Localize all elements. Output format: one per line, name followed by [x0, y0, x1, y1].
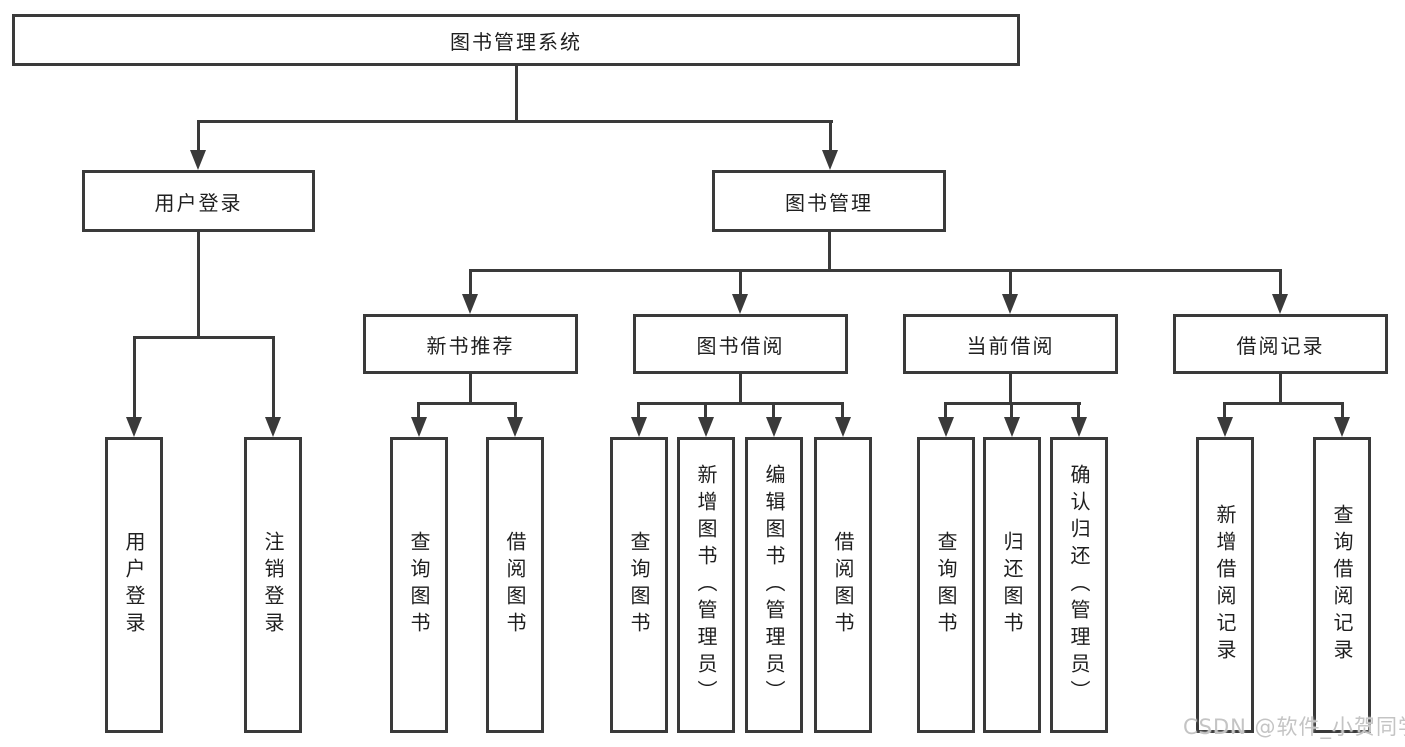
node-label: 查询图书 [407, 531, 431, 639]
arrowhead-down-icon [1217, 417, 1233, 437]
node-label: 借阅记录 [1236, 333, 1325, 358]
arrowhead-down-icon [698, 417, 714, 437]
connector-vline [197, 120, 200, 152]
connector-vline [133, 336, 136, 419]
node-label: 查询图书 [934, 531, 958, 639]
node-user-login: 用户登录 [82, 170, 315, 232]
arrowhead-down-icon [835, 417, 851, 437]
arrowhead-down-icon [1334, 417, 1350, 437]
arrowhead-down-icon [1004, 417, 1020, 437]
node-borrow-records: 借阅记录 [1173, 314, 1388, 374]
arrowhead-down-icon [126, 417, 142, 437]
arrowhead-down-icon [265, 417, 281, 437]
node-label: 确认归还（管理员） [1067, 463, 1091, 707]
node-label: 查询借阅记录 [1330, 504, 1354, 666]
connector-hline [417, 402, 517, 405]
node-leaf-bb-edit-books-admin: 编辑图书（管理员） [745, 437, 803, 733]
connector-vline [1077, 402, 1080, 418]
node-label: 新书推荐 [426, 333, 515, 358]
node-library-management-system: 图书管理系统 [12, 14, 1020, 66]
arrowhead-down-icon [1272, 294, 1288, 314]
connector-hline [133, 336, 275, 339]
connector-vline [469, 269, 472, 296]
connector-vline [417, 402, 420, 418]
node-label: 借阅图书 [503, 531, 527, 639]
csdn-watermark: CSDN @软件_小贺同学 [1183, 715, 1405, 739]
node-leaf-br-query-record: 查询借阅记录 [1313, 437, 1371, 733]
arrowhead-down-icon [631, 417, 647, 437]
node-book-management: 图书管理 [712, 170, 946, 232]
connector-vline [828, 230, 831, 271]
node-label: 新增图书（管理员） [694, 463, 718, 707]
connector-vline [1279, 269, 1282, 296]
node-new-book-recommend: 新书推荐 [363, 314, 578, 374]
node-label: 图书管理 [785, 190, 873, 215]
node-leaf-bb-borrow-books: 借阅图书 [814, 437, 872, 733]
arrowhead-down-icon [462, 294, 478, 314]
connector-vline [197, 230, 200, 338]
node-book-borrow: 图书借阅 [633, 314, 848, 374]
arrowhead-down-icon [822, 150, 838, 170]
connector-vline [772, 402, 775, 418]
node-label: 借阅图书 [831, 531, 855, 639]
connector-vline [944, 402, 947, 418]
connector-hline [1223, 402, 1344, 405]
node-leaf-rec-borrow-books: 借阅图书 [486, 437, 544, 733]
connector-vline [704, 402, 707, 418]
node-leaf-rec-query-books: 查询图书 [390, 437, 448, 733]
connector-vline [1223, 402, 1226, 418]
arrowhead-down-icon [732, 294, 748, 314]
node-label: 查询图书 [627, 531, 651, 639]
arrowhead-down-icon [411, 417, 427, 437]
node-leaf-cb-query-books: 查询图书 [917, 437, 975, 733]
arrowhead-down-icon [190, 150, 206, 170]
node-label: 图书借阅 [696, 333, 785, 358]
connector-vline [841, 402, 844, 418]
arrowhead-down-icon [766, 417, 782, 437]
connector-vline [829, 120, 832, 152]
connector-vline [739, 269, 742, 296]
node-leaf-bb-add-books-admin: 新增图书（管理员） [677, 437, 735, 733]
node-label: 用户登录 [154, 190, 243, 215]
arrowhead-down-icon [1071, 417, 1087, 437]
connector-vline [515, 64, 518, 120]
connector-vline [1009, 269, 1012, 296]
connector-vline [739, 372, 742, 405]
node-label: 归还图书 [1000, 531, 1024, 639]
connector-hline [469, 269, 1282, 272]
node-label: 新增借阅记录 [1213, 504, 1237, 666]
arrowhead-down-icon [507, 417, 523, 437]
connector-hline [197, 120, 833, 123]
arrowhead-down-icon [938, 417, 954, 437]
node-label: 图书管理系统 [450, 29, 582, 54]
node-label: 当前借阅 [966, 333, 1055, 358]
node-leaf-logout: 注销登录 [244, 437, 302, 733]
node-leaf-user-login: 用户登录 [105, 437, 163, 733]
node-current-borrow: 当前借阅 [903, 314, 1118, 374]
connector-vline [637, 402, 640, 418]
connector-vline [1009, 372, 1012, 405]
node-label: 用户登录 [122, 531, 146, 639]
node-leaf-br-add-record: 新增借阅记录 [1196, 437, 1254, 733]
node-leaf-cb-confirm-return-admin: 确认归还（管理员） [1050, 437, 1108, 733]
node-label: 注销登录 [261, 531, 285, 639]
arrowhead-down-icon [1002, 294, 1018, 314]
connector-vline [1279, 372, 1282, 405]
node-label: 编辑图书（管理员） [762, 463, 786, 707]
connector-hline [637, 402, 843, 405]
connector-vline [272, 336, 275, 419]
connector-vline [514, 402, 517, 418]
connector-vline [1010, 402, 1013, 418]
connector-vline [1341, 402, 1344, 418]
node-leaf-bb-query-books: 查询图书 [610, 437, 668, 733]
connector-vline [469, 372, 472, 405]
node-leaf-cb-return-books: 归还图书 [983, 437, 1041, 733]
